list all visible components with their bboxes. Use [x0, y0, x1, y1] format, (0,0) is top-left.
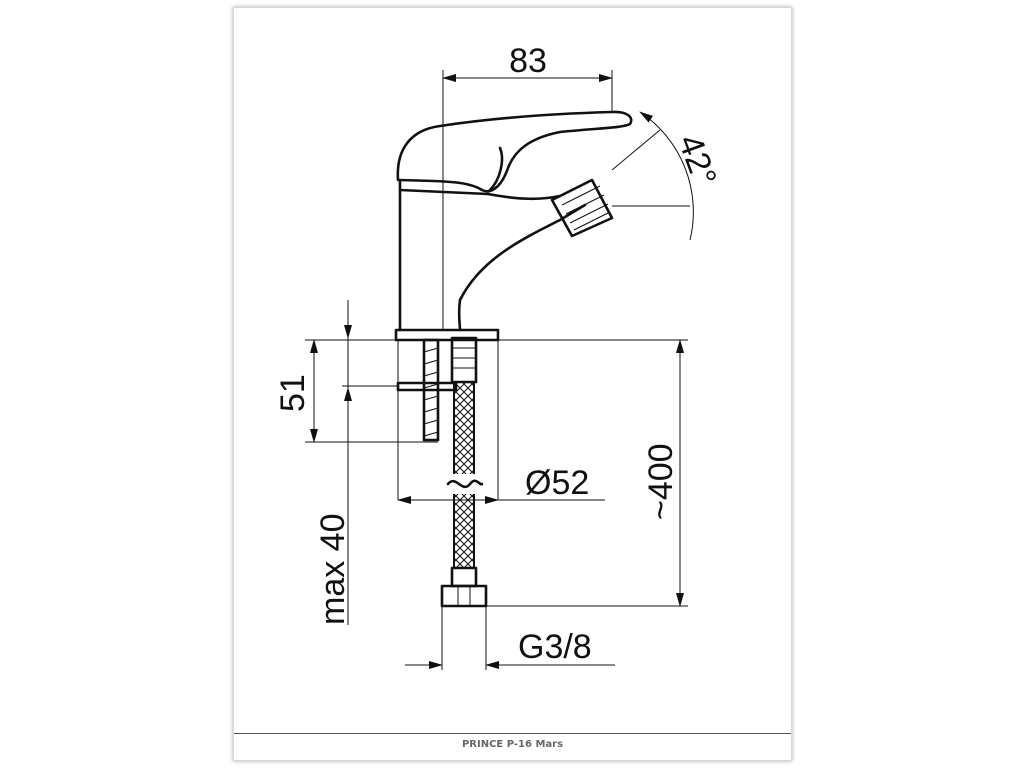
max-40-dimension: max 40 [314, 300, 398, 625]
caption-separator [234, 733, 791, 734]
height-dimension-51: 51 [274, 339, 438, 443]
faucet-body [394, 110, 633, 342]
max-40-label: max 40 [314, 514, 352, 626]
diameter-dimension: Ø52 [397, 340, 605, 504]
angle-dimension: 42° [611, 111, 724, 241]
angle-label: 42° [670, 130, 723, 191]
diameter-label: Ø52 [525, 464, 589, 502]
supply-hose [440, 336, 488, 608]
width-83-label: 83 [509, 42, 547, 80]
height-51-label: 51 [274, 374, 312, 412]
mounting-stud [396, 338, 458, 442]
hose-length-dimension: ~400 [486, 339, 688, 607]
width-dimension-83: 83 [442, 42, 613, 330]
drawing-frame: PRINCE P-16 Mars [233, 7, 792, 761]
bidet-nozzle [550, 178, 614, 238]
thread-label: G3/8 [518, 628, 592, 666]
hose-length-label: ~400 [642, 443, 680, 520]
thread-dimension: G3/8 [405, 606, 615, 670]
drawing-caption: PRINCE P-16 Mars [461, 739, 564, 750]
